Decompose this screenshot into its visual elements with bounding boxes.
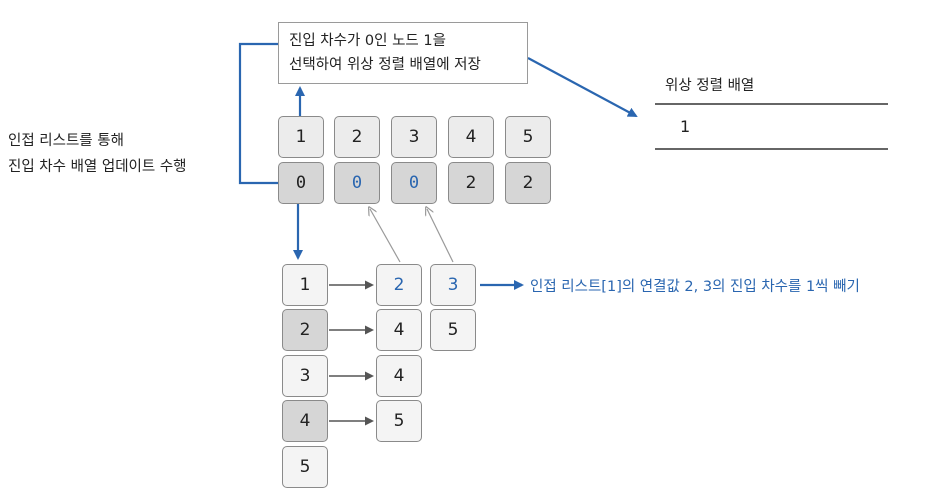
adj-head-cell: 5 (282, 446, 328, 488)
adj-entry-cell: 4 (376, 355, 422, 397)
left-note-line-2: 진입 차수 배열 업데이트 수행 (8, 159, 187, 175)
node-cell: 3 (391, 116, 437, 158)
adj-entry-cell: 4 (376, 309, 422, 351)
node-cell: 4 (448, 116, 494, 158)
adj-head-cell: 2 (282, 309, 328, 351)
callout-line-2: 선택하여 위상 정렬 배열에 저장 (289, 57, 481, 73)
adj-entry-cell: 5 (430, 309, 476, 351)
indegree-cell: 2 (505, 162, 551, 204)
indegree-cell: 0 (334, 162, 380, 204)
node-cell: 2 (334, 116, 380, 158)
left-note: 인접 리스트를 통해 진입 차수 배열 업데이트 수행 (8, 128, 187, 180)
adj-head-cell: 4 (282, 400, 328, 442)
node-cell: 5 (505, 116, 551, 158)
adjacency-note: 인접 리스트[1]의 연결값 2, 3의 진입 차수를 1씩 빼기 (530, 279, 860, 295)
left-note-line-1: 인접 리스트를 통해 (8, 133, 124, 149)
indegree-cell: 0 (391, 162, 437, 204)
callout-line-1: 진입 차수가 0인 노드 1을 (289, 33, 446, 49)
node-cell: 1 (278, 116, 324, 158)
left-note-bracket (238, 42, 298, 185)
arrow-adj3-to-indegree3 (427, 209, 454, 263)
arrow-adj2-to-indegree2 (370, 209, 401, 263)
indegree-cell: 2 (448, 162, 494, 204)
indegree-cell: 0 (278, 162, 324, 204)
callout-box: 진입 차수가 0인 노드 1을 선택하여 위상 정렬 배열에 저장 (278, 22, 528, 84)
adj-entry-cell: 5 (376, 400, 422, 442)
adj-entry-cell: 3 (430, 264, 476, 306)
topo-title: 위상 정렬 배열 (665, 78, 755, 94)
topo-value: 1 (680, 117, 691, 136)
adj-head-cell: 3 (282, 355, 328, 397)
adj-entry-cell: 2 (376, 264, 422, 306)
arrow-callout-to-topo (527, 57, 638, 117)
adj-head-cell: 1 (282, 264, 328, 306)
